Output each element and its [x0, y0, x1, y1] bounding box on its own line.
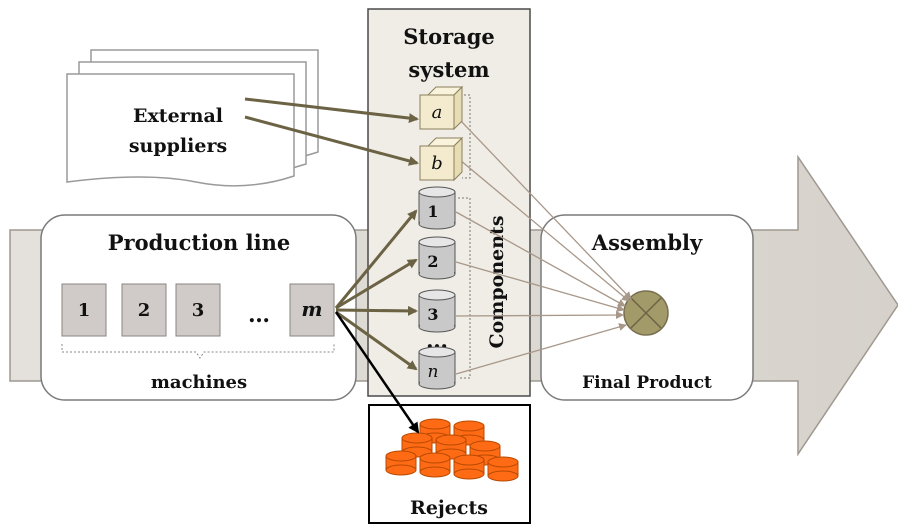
component-b-cube: b: [419, 136, 464, 182]
arrow-n-to-assembly: [455, 323, 627, 375]
arrow-m-to-n: [335, 310, 418, 371]
component-3-label: 3: [427, 305, 438, 324]
component-1-label: 1: [427, 202, 438, 221]
machine-m-label: m: [301, 297, 322, 321]
arrow-m-to-2: [335, 258, 418, 310]
arrow-m-to-rejects: [334, 311, 420, 434]
component-n-cylinder: n: [418, 346, 456, 390]
suppliers-label-line1: External: [133, 105, 223, 127]
arrow-a-to-assembly: [459, 119, 632, 300]
machines-ellipsis: …: [248, 302, 270, 328]
assembly-title: Assembly: [591, 230, 703, 255]
machines-bracket: [61, 344, 335, 359]
component-n-label: n: [428, 362, 439, 382]
storage-title-line2: system: [408, 57, 489, 82]
machine-1-label: 1: [78, 300, 91, 321]
arrow-m-to-1: [334, 209, 418, 309]
component-1-cylinder: 1: [418, 186, 456, 230]
arrow-suppliers-to-b: [244, 115, 419, 166]
machine-3-label: 3: [192, 300, 205, 321]
machine-2: 2: [121, 283, 167, 337]
suppliers-label-line2: suppliers: [129, 135, 227, 157]
production-arrows: [334, 209, 418, 371]
component-a-label: a: [432, 102, 443, 123]
supplier-arrows: [244, 97, 419, 166]
arrow-m-to-3: [335, 305, 418, 316]
component-to-assembly-arrows: [455, 119, 632, 375]
final-product-caption: Final Product: [582, 373, 712, 393]
rejects-label: Rejects: [410, 497, 488, 519]
machine-3: 3: [175, 283, 221, 337]
arrow-suppliers-to-a: [244, 97, 419, 124]
machine-1: 1: [61, 283, 107, 337]
component-2-cylinder: 2: [418, 236, 456, 280]
machine-2-label: 2: [138, 300, 151, 321]
storage-title-line1: Storage: [403, 24, 495, 49]
assembly-node-icon: [623, 290, 669, 336]
component-b-label: b: [431, 153, 443, 174]
component-3-cylinder: 3: [418, 289, 456, 333]
external-suppliers-icon: [66, 49, 319, 187]
component-2-label: 2: [427, 252, 438, 271]
arrow-1-to-assembly: [455, 211, 626, 307]
arrow-2-to-assembly: [455, 261, 625, 312]
production-line-title: Production line: [108, 230, 290, 255]
arrow-b-to-assembly: [459, 159, 630, 302]
machine-m: m: [289, 283, 335, 337]
rejects-pile-icon: [385, 418, 519, 482]
component-a-cube: a: [419, 85, 464, 131]
machines-caption: machines: [151, 372, 247, 393]
arrow-3-to-assembly: [455, 311, 624, 320]
internal-components-bracket: [458, 197, 471, 379]
